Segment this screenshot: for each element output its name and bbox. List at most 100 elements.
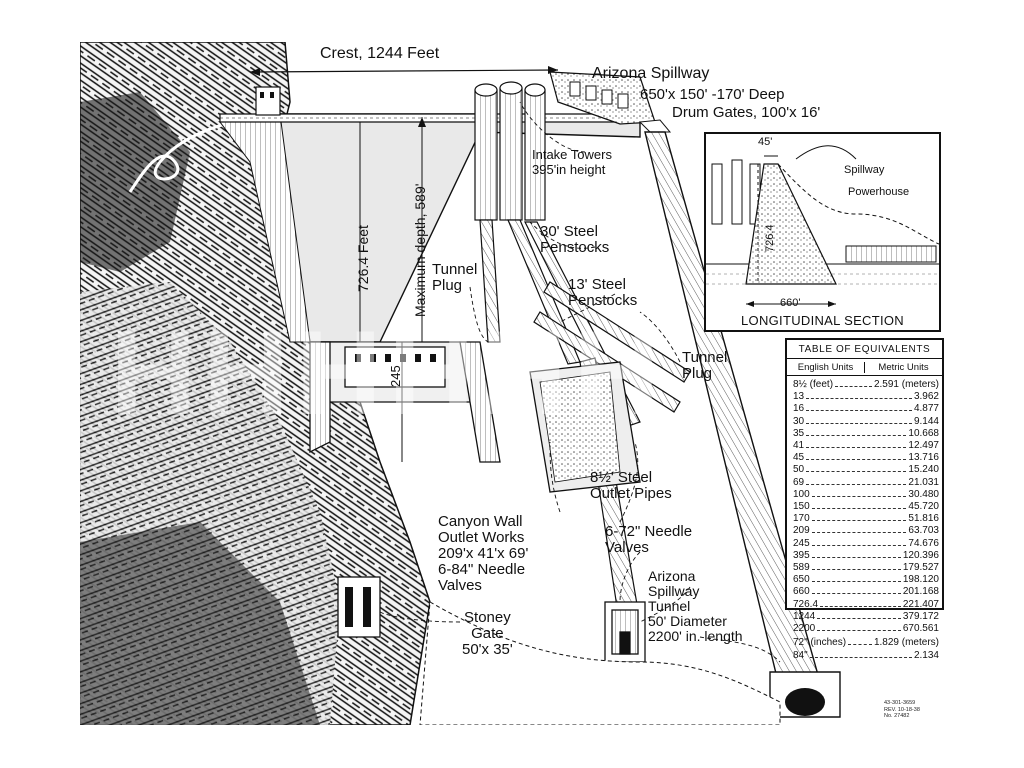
equiv-english-value: 45 (793, 452, 805, 464)
equiv-leader (811, 520, 907, 522)
equiv-metric-value: 13.716 (908, 452, 939, 464)
equiv-english-value: 209 (793, 525, 810, 537)
tunnel-plug-left-label: Tunnel Plug (432, 261, 478, 294)
equiv-leader (806, 483, 907, 485)
equiv-metric-value: 51.816 (908, 513, 939, 525)
equiv-leader (811, 556, 901, 558)
crest-label: Crest, 1244 Feet (320, 45, 440, 62)
equiv-metric-value: 1.829 (meters) (873, 637, 939, 649)
diagram-frame: HHHHHH Crest, 1244 Feet Arizona Spillway… (80, 42, 948, 725)
equiv-metric-value: 120.396 (902, 549, 939, 561)
equiv-leader (806, 447, 907, 449)
equiv-leader (809, 657, 912, 659)
equiv-leader (806, 410, 912, 412)
equiv-english-value: 41 (793, 440, 805, 452)
stoney-gate-label: Stoney Gate 50'x 35' (462, 609, 513, 658)
equiv-row: 650 198.120 (793, 574, 939, 586)
equiv-leader (811, 508, 907, 510)
equiv-leader (835, 386, 872, 387)
intake-towers-label: Intake Towers 395'in height (532, 147, 612, 177)
equiv-english-value: 13 (793, 391, 805, 403)
equiv-leader (811, 593, 901, 595)
arizona-spillway-tunnel-label: Arizona Spillway Tunnel 50' Diameter 220… (648, 568, 743, 644)
equiv-metric-value: 3.962 (913, 391, 939, 403)
equiv-english-value: 395 (793, 549, 810, 561)
dam-illustration (80, 42, 841, 725)
arizona-spillway-title: Arizona Spillway (592, 65, 710, 82)
steel-penstocks-30-label: 30' Steel Penstocks (540, 223, 610, 256)
equiv-english-value: 245 (793, 537, 810, 549)
steel-outlet-pipes-label: 8½' Steel Outlet Pipes (590, 469, 672, 502)
equiv-metric-value: 670.561 (902, 623, 939, 635)
equiv-row: 84"2.134 (793, 649, 939, 662)
equiv-row: 395 120.396 (793, 550, 939, 562)
longitudinal-section-drawing (706, 145, 940, 307)
equiv-english-value: 1244 (793, 610, 816, 622)
equiv-header: English Units Metric Units (787, 359, 942, 376)
equiv-metric-value: 198.120 (902, 574, 939, 586)
document-stamp: 43-301-3659 REV. 10-18-38 No. 27482 (884, 700, 920, 719)
equiv-english-value: 150 (793, 501, 810, 513)
equiv-row: 150 45.720 (793, 501, 939, 513)
inset-height-dim: 726.4 (764, 224, 776, 252)
table-of-equivalents: TABLE OF EQUIVALENTS English Units Metri… (785, 338, 944, 661)
equiv-metric-value: 179.527 (902, 562, 939, 574)
equiv-leader (848, 644, 872, 646)
arizona-spillway-dims: 650'x 150' -170' Deep (640, 86, 785, 103)
equiv-leader (811, 495, 907, 497)
equiv-metric-value: 74.676 (908, 537, 939, 549)
equiv-row: 589 179.527 (793, 562, 939, 574)
equiv-leader (811, 544, 907, 546)
equiv-metric-value: 2.591 (meters) (873, 379, 939, 390)
equiv-english-value: 589 (793, 562, 810, 574)
inset-title: LONGITUDINAL SECTION (741, 313, 904, 328)
inset-spillway-label: Spillway (844, 164, 885, 176)
equiv-english-value: 50 (793, 464, 805, 476)
canyon-wall-outlet-label: Canyon Wall Outlet Works 209'x 41'x 69' … (438, 513, 529, 594)
equiv-row: 72" (inches)1.829 (meters) (793, 636, 939, 649)
equiv-leader (811, 532, 907, 534)
equiv-metric-value: 379.172 (902, 610, 939, 622)
equiv-metric-value: 4.877 (913, 403, 939, 415)
equiv-tail: 72" (inches)1.829 (meters)84"2.134 (787, 635, 942, 662)
drum-gates-label: Drum Gates, 100'x 16' (672, 104, 821, 121)
equiv-row: 16 4.877 (793, 403, 939, 415)
equiv-leader (806, 471, 907, 473)
equiv-english-value: 726.4 (793, 598, 819, 610)
equiv-row: 13 3.962 (793, 391, 939, 403)
equiv-english-value: 30 (793, 415, 805, 427)
equiv-leader (820, 605, 901, 607)
equiv-title: TABLE OF EQUIVALENTS (787, 340, 942, 359)
inset-top-dim: 45' (758, 136, 773, 148)
equiv-english-value: 16 (793, 403, 805, 415)
equiv-english-value: 84" (793, 650, 808, 662)
equiv-english-value: 650 (793, 574, 810, 586)
steel-penstocks-13-label: 13' Steel Penstocks (568, 276, 638, 309)
equiv-metric-value: 21.031 (908, 476, 939, 488)
equiv-leader (817, 617, 901, 619)
equiv-row: 45 13.716 (793, 452, 939, 464)
equiv-metric-value: 45.720 (908, 501, 939, 513)
equiv-leader (811, 581, 901, 583)
tunnel-plug-right-label: Tunnel Plug (682, 349, 728, 382)
equiv-row: 8½ (feet)2.591 (meters) (793, 379, 939, 391)
equiv-leader (806, 434, 907, 436)
max-depth-label: Maximum depth, 589' (412, 183, 428, 317)
needle-valves-72-label: 6-72" Needle Valves (605, 523, 693, 556)
equiv-metric-value: 9.144 (913, 415, 939, 427)
equiv-leader (806, 422, 912, 424)
equiv-row: 30 9.144 (793, 416, 939, 428)
equiv-col-english: English Units (797, 362, 854, 373)
dam-height-label: 726.4 Feet (355, 225, 371, 292)
powerhouse-height-label: 245 (388, 365, 403, 387)
equiv-leader (806, 459, 907, 461)
